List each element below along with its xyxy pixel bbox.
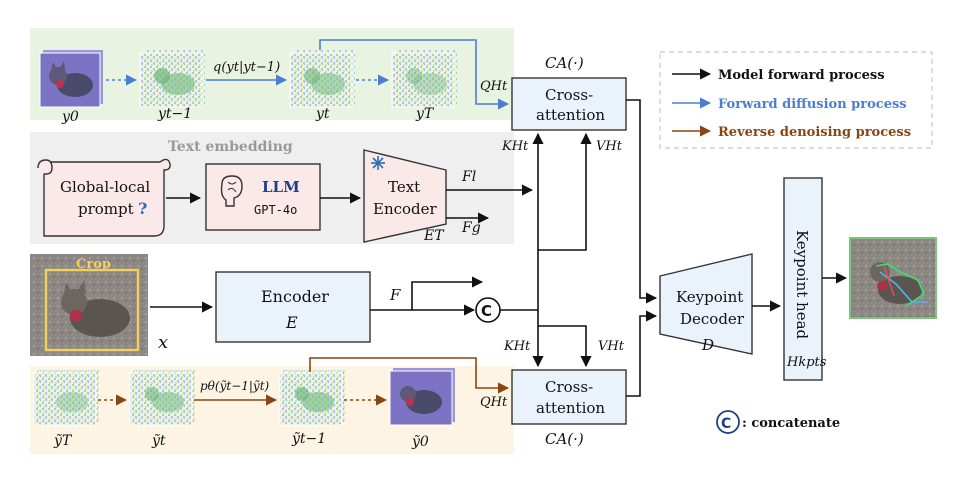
label-y0-tilde: ỹ0	[411, 434, 429, 450]
ca-top-label: CA(·)	[545, 54, 584, 72]
V-bottom-line	[538, 325, 592, 368]
cross-attention-top-label-1: Cross-	[545, 86, 593, 104]
legend-denoise: Reverse denoising process	[718, 125, 911, 140]
F-branch	[411, 276, 484, 310]
noisy-image-icon	[279, 370, 345, 426]
noisy-image-icon	[289, 50, 355, 108]
llm-box	[205, 163, 321, 231]
ca-bottom-to-decoder	[626, 310, 658, 397]
cat-image-icon	[39, 50, 103, 108]
text-encoder-box	[363, 149, 447, 243]
feature-F: F	[389, 286, 401, 304]
V-top: VHt	[596, 139, 623, 154]
Q-bottom: QHt	[480, 395, 508, 410]
keypoint-head-label: Keypoint head	[793, 230, 811, 340]
legend-forward: Model forward process	[718, 68, 885, 83]
cross-attention-bottom-label-1: Cross-	[545, 378, 593, 396]
V-top-line	[538, 132, 592, 251]
label-yT-tilde: ỹT	[53, 433, 73, 449]
legend-frame	[659, 51, 933, 149]
keypoint-head-symbol: Hkpts	[786, 355, 827, 370]
encoder-symbol: E	[285, 313, 298, 332]
label-y0: y0	[61, 109, 79, 125]
concat-legend-symbol: C	[721, 416, 731, 432]
top-row-images	[39, 50, 457, 108]
keypoint-decoder-label-2: Decoder	[680, 310, 745, 328]
cross-attention-top	[511, 77, 627, 131]
label-yt: yt	[315, 106, 330, 122]
bottom-row-images	[33, 368, 455, 426]
label-yt-1: yt−1	[157, 106, 192, 122]
llm-model: GPT-4o	[254, 203, 297, 217]
transition-p: pθ(ỹt−1|ỹt)	[200, 379, 270, 393]
text-encoder-symbol: ET	[423, 228, 445, 244]
cross-attention-top-label-2: attention	[536, 106, 605, 124]
input-image	[30, 254, 148, 356]
noisy-image-icon	[33, 370, 99, 426]
concat-legend-label: : concatenate	[742, 416, 840, 431]
keypoint-decoder-box	[659, 253, 753, 355]
noisy-image-icon	[391, 50, 457, 108]
text-embedding-title: Text embedding	[168, 139, 293, 155]
keypoint-head-box	[783, 177, 823, 381]
legend-diffusion: Forward diffusion process	[718, 97, 907, 112]
cross-attention-bottom	[511, 369, 627, 425]
encoder-title: Encoder	[261, 287, 329, 306]
crop-label: Crop	[76, 257, 111, 272]
encoder-box	[215, 271, 371, 343]
concat-legend-icon	[716, 410, 740, 434]
input-x: x	[158, 332, 168, 353]
concat-node-symbol: C	[481, 302, 492, 320]
cat-image-icon	[389, 368, 455, 426]
ca-bottom-label: CA(·)	[545, 430, 584, 448]
llm-label: LLM	[262, 178, 300, 196]
keypoint-decoder-symbol: D	[701, 336, 714, 354]
diffusion-to-query-arrow	[319, 39, 510, 110]
label-yt-tilde: ỹt	[151, 433, 166, 449]
noisy-image-icon	[129, 370, 195, 426]
feature-Fg: Fg	[461, 220, 481, 236]
label-yt-1-tilde: ỹt−1	[291, 431, 326, 447]
prompt-label-2: prompt	[78, 200, 134, 218]
text-encoder-label-2: Encoder	[373, 200, 438, 218]
legend: Model forward process Forward diffusion …	[659, 51, 933, 149]
output-image	[849, 237, 937, 319]
snowflake-icon	[371, 156, 385, 170]
scroll-icon	[37, 158, 171, 237]
transition-q: q(yt|yt−1)	[213, 60, 280, 75]
K-top: KHt	[501, 139, 529, 154]
Q-top: QHt	[480, 79, 508, 94]
noisy-image-icon	[139, 50, 205, 108]
prompt-question-mark: ?	[138, 199, 147, 218]
prompt-label-1: Global-local	[60, 178, 150, 196]
V-bottom: VHt	[598, 339, 625, 354]
K-bottom: KHt	[503, 339, 531, 354]
feature-Fl: Fl	[461, 169, 476, 185]
text-encoder-label-1: Text	[388, 178, 420, 196]
ca-top-to-decoder	[626, 99, 658, 304]
brain-icon	[220, 175, 243, 207]
keypoint-decoder-label-1: Keypoint	[676, 288, 743, 306]
denoise-to-query-arrow	[309, 357, 510, 394]
label-yT: yT	[415, 106, 435, 122]
cross-attention-bottom-label-2: attention	[536, 399, 605, 417]
crop-box	[44, 268, 140, 352]
